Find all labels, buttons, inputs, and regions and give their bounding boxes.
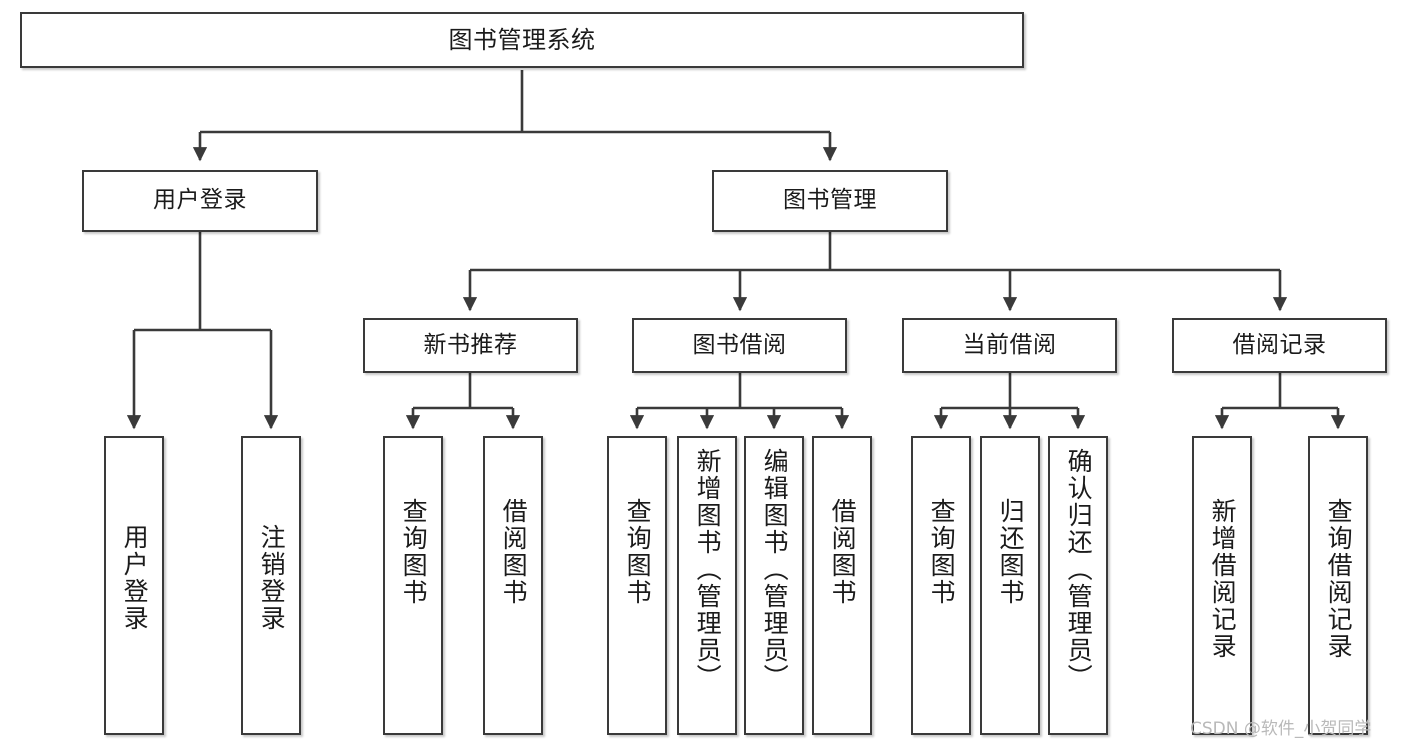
node-label: 新书推荐 [423,331,518,358]
leaf-currentborrow-confirm-return-admin[interactable]: 确认归还（管理员） [1048,436,1108,735]
leaf-bookborrow-add-book-admin[interactable]: 新增图书（管理员） [677,436,737,735]
csdn-watermark: CSDN @软件_小贺同学 [1190,719,1372,739]
leaf-currentborrow-return-book[interactable]: 归还图书 [980,436,1040,735]
leaf-bookborrow-query-book[interactable]: 查询图书 [607,436,667,735]
node-label: 图书管理系统 [448,25,596,54]
leaf-bookborrow-borrow-book[interactable]: 借阅图书 [812,436,872,735]
leaf-borrowrecord-add-record[interactable]: 新增借阅记录 [1192,436,1252,735]
node-label: 编辑图书（管理员） [760,448,790,691]
node-user-login[interactable]: 用户登录 [82,170,318,232]
leaf-currentborrow-query-book[interactable]: 查询图书 [911,436,971,735]
leaf-logout[interactable]: 注销登录 [241,436,301,735]
node-label: 归还图书 [996,498,1026,606]
node-label: 借阅图书 [828,498,858,606]
node-label: 图书借阅 [692,331,787,358]
leaf-user-login[interactable]: 用户登录 [104,436,164,735]
node-label: 用户登录 [120,524,150,632]
node-new-book-recommend[interactable]: 新书推荐 [363,318,578,373]
node-borrow-record[interactable]: 借阅记录 [1172,318,1387,373]
leaf-bookborrow-edit-book-admin[interactable]: 编辑图书（管理员） [744,436,804,735]
node-label: 当前借阅 [962,331,1057,358]
node-label: 查询图书 [399,498,429,606]
node-label: 确认归还（管理员） [1064,448,1094,691]
node-label: 借阅记录 [1232,331,1327,358]
leaf-newbook-query-book[interactable]: 查询图书 [383,436,443,735]
node-label: 借阅图书 [499,498,529,606]
node-root-book-management-system[interactable]: 图书管理系统 [20,12,1024,68]
node-label: 查询图书 [623,498,653,606]
node-label: 查询借阅记录 [1324,498,1354,660]
node-label: 查询图书 [927,498,957,606]
node-label: 新增图书（管理员） [693,448,723,691]
node-book-management[interactable]: 图书管理 [712,170,948,232]
node-label: 图书管理 [783,187,877,214]
node-label: 注销登录 [257,524,287,632]
leaf-newbook-borrow-book[interactable]: 借阅图书 [483,436,543,735]
node-current-borrow[interactable]: 当前借阅 [902,318,1117,373]
node-book-borrow[interactable]: 图书借阅 [632,318,847,373]
leaf-borrowrecord-query-record[interactable]: 查询借阅记录 [1308,436,1368,735]
node-label: 用户登录 [153,187,247,214]
node-label: 新增借阅记录 [1208,498,1238,660]
